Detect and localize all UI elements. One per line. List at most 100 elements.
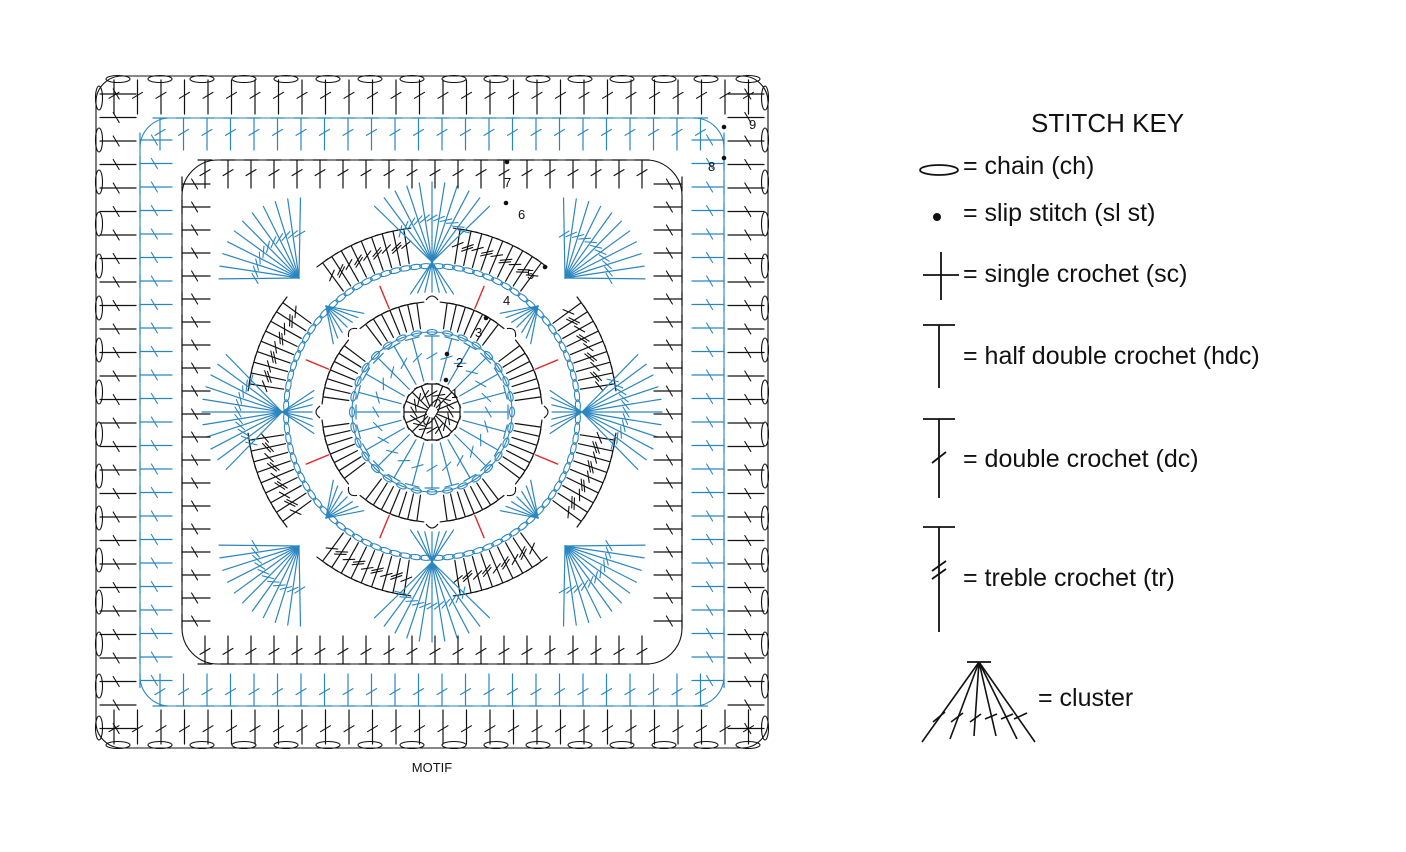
stitch-tick <box>665 569 673 581</box>
round2-chain <box>410 487 422 494</box>
stitch-tick <box>252 554 263 564</box>
stitch-tick <box>601 260 612 270</box>
key-item-chain: = chain (ch) <box>917 150 1217 182</box>
round4-fan <box>281 389 315 413</box>
round5-stitch <box>275 492 307 513</box>
round-start-slip-stitch <box>483 315 489 321</box>
stitch-tick <box>706 604 714 616</box>
round8-square <box>139 117 725 707</box>
stitch-tick <box>461 244 474 249</box>
round3-stitch <box>498 462 521 479</box>
stitch-tick <box>665 270 673 282</box>
round4-fan <box>409 261 433 295</box>
treble-crochet-icon <box>923 526 955 632</box>
round1-stitch <box>436 400 459 411</box>
round6-cluster <box>562 197 566 279</box>
round5-stitch <box>562 320 594 340</box>
round4-chain <box>569 442 577 455</box>
round9-chain-left <box>94 85 104 111</box>
stitch-tick <box>567 647 579 655</box>
key-label-slip-stitch: = slip stitch (sl st) <box>963 199 1156 227</box>
round2-chain <box>426 488 438 496</box>
stitch-top-bar <box>502 424 508 440</box>
stitch-tick <box>554 725 567 733</box>
stitch-tick <box>410 414 421 423</box>
stitch-tick <box>108 91 120 99</box>
stitch-tick <box>578 91 590 99</box>
stitch-tick <box>199 647 211 655</box>
stitch-tick <box>294 305 297 319</box>
round4-fan <box>530 479 539 519</box>
round5-stitch <box>265 477 298 494</box>
round5-stitch <box>340 250 360 282</box>
round2-stitch <box>377 434 410 467</box>
stitch-tick <box>584 353 595 362</box>
stitch-tick <box>274 482 286 490</box>
round6-cluster <box>374 561 433 619</box>
round2-chain <box>396 334 407 342</box>
stitch-top-bar <box>356 384 362 400</box>
round2-stitch <box>439 442 453 487</box>
stitch-tick <box>262 245 265 259</box>
stitch-tick <box>440 355 453 360</box>
stitch-tick <box>501 556 509 568</box>
round5-stitch <box>504 542 524 574</box>
stitch-tick <box>429 169 441 177</box>
round6-cluster <box>564 545 590 623</box>
round4-fan <box>505 505 539 519</box>
round3-stitch <box>502 352 526 368</box>
stitch-tick <box>391 242 402 252</box>
round6-cluster <box>581 411 662 426</box>
stitch-tick <box>112 205 120 218</box>
stitch-tick <box>567 505 570 519</box>
round9-chain-right <box>760 295 770 321</box>
round3-stitch <box>416 302 422 330</box>
key-label-double-crochet: = double crochet (dc) <box>963 445 1199 473</box>
round5-stitch <box>265 330 298 347</box>
round2-chain <box>361 362 370 373</box>
round9-chain-bottom <box>231 740 257 750</box>
stitch-tick <box>191 408 199 420</box>
stitch-tick <box>499 258 513 261</box>
round9-chain-right <box>760 505 770 531</box>
stitch-tick <box>694 688 707 696</box>
stitch-tick <box>150 439 158 452</box>
key-label-treble-crochet: = treble crochet (tr) <box>963 564 1175 592</box>
stitch-tick <box>286 499 298 506</box>
stitch-tick <box>482 564 491 575</box>
stitch-tick <box>665 431 673 443</box>
round3-stitch <box>502 456 526 472</box>
round5-stitch <box>562 484 594 504</box>
round9-chain-left <box>94 631 104 657</box>
stitch-tick <box>225 725 238 733</box>
round6-cluster <box>564 544 646 547</box>
round6-cluster <box>251 212 300 279</box>
round5-stitch <box>340 542 360 574</box>
stitch-tick <box>351 563 365 566</box>
round2-stitch <box>365 373 405 397</box>
stitch-tick <box>112 605 120 617</box>
stitch-key-title: STITCH KEY <box>1031 108 1185 138</box>
round-start-slip-stitch <box>504 159 510 165</box>
round3-stitch <box>380 485 394 511</box>
stitch-tick <box>506 688 519 696</box>
stitch-tick <box>112 722 120 735</box>
round3-stitch <box>407 304 415 331</box>
stitch-tick <box>278 491 291 499</box>
stitch-tick <box>706 392 714 405</box>
stitch-tick <box>665 454 673 466</box>
stitch-tick <box>606 378 619 383</box>
key-item-cluster: = cluster <box>917 656 1217 746</box>
round5-stitch <box>512 537 533 569</box>
stitch-tick <box>471 246 484 252</box>
round4-fan <box>505 305 539 319</box>
round6-cluster <box>262 545 300 619</box>
round3-stitch <box>322 396 350 402</box>
round2-stitch <box>357 391 402 405</box>
round4-fan <box>325 496 348 519</box>
round2-chain <box>382 474 393 483</box>
stitch-tick <box>744 370 752 382</box>
stitch-tick <box>744 675 752 688</box>
round4-chain <box>297 340 306 353</box>
stitch-tick <box>443 401 454 410</box>
